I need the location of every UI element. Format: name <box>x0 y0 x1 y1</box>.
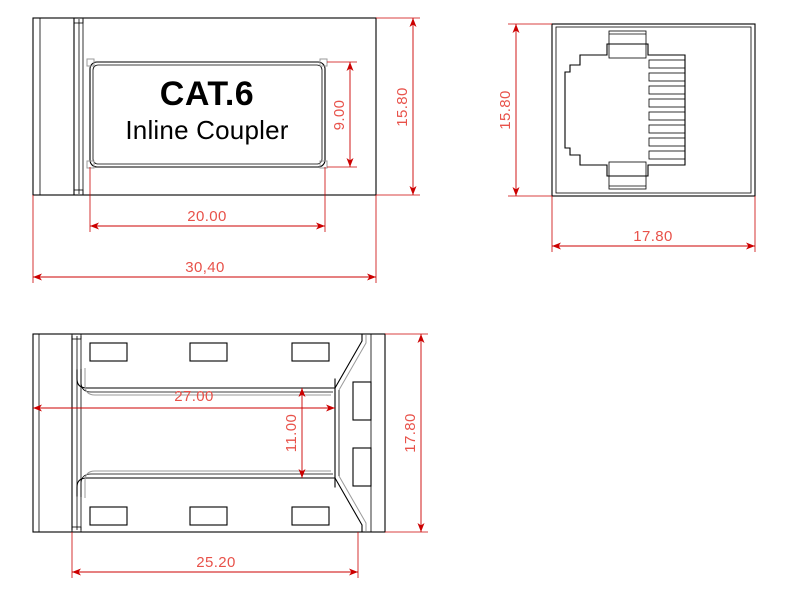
dim-text-11: 11.00 <box>283 414 300 452</box>
rj45-pin-8 <box>648 150 686 160</box>
rj45-pin-1 <box>648 59 686 69</box>
label-plate-outer <box>89 61 326 168</box>
label-plate-inner <box>92 64 323 165</box>
dim-text-3040: 30,40 <box>185 259 225 276</box>
label-corner-node-tl <box>86 58 95 67</box>
rj45-pin-7 <box>648 137 686 147</box>
label-corner-node-br <box>319 160 328 169</box>
dim-overall-height-1580: 15.80 <box>376 17 420 196</box>
dim-text-2520: 25.20 <box>196 554 236 571</box>
dim-text-1580: 15.80 <box>394 87 411 127</box>
face-flange-cap-top <box>73 17 84 24</box>
dim-port-width-1780: 17.80 <box>551 196 756 252</box>
dim-port-height-1580: 15.80 <box>497 23 552 197</box>
profile-taper-top-2 <box>338 335 367 391</box>
profile-lower-slot-1 <box>89 506 128 526</box>
rj45-pin-2 <box>648 72 686 82</box>
dim-label-height-9: 9.00 <box>327 61 357 168</box>
label-corner-node-tr <box>319 58 328 67</box>
dim-text-9: 9.00 <box>331 100 348 131</box>
profile-taper-top-1 <box>334 334 363 389</box>
profile-side-window-1 <box>352 381 372 421</box>
profile-lower-rail-hatch <box>84 470 331 498</box>
rj45-aperture-outline <box>564 43 686 177</box>
label-text-inline-coupler: Inline Coupler <box>125 115 288 145</box>
profile-upper-rail-inner <box>76 369 336 389</box>
profile-lower-slot-3 <box>291 506 330 526</box>
rj45-pin-6 <box>648 124 686 134</box>
profile-lower-slot-2 <box>189 506 228 526</box>
profile-taper-bottom-2 <box>338 475 367 531</box>
top-view-front-face: CAT.6 Inline Coupler 9.00 15.80 <box>32 17 420 283</box>
dim-profile-height-1780: 17.80 <box>385 333 428 533</box>
profile-lower-rail-inner-2 <box>80 473 333 497</box>
rj45-pin-4 <box>648 98 686 108</box>
rj45-contact-pins <box>648 59 686 160</box>
dim-text-port-height: 15.80 <box>497 90 514 130</box>
dim-label-width-20: 20.00 <box>89 167 326 232</box>
profile-upper-slot-2 <box>189 342 228 362</box>
dim-text-port-width: 17.80 <box>633 228 673 245</box>
dim-inner-gap-11: 11.00 <box>283 388 306 478</box>
rj45-latch-tab-top <box>608 30 647 59</box>
port-outer-body <box>551 23 756 197</box>
dim-text-20: 20.00 <box>187 208 227 225</box>
rj45-pin-5 <box>648 111 686 121</box>
face-flange-cap-bottom <box>73 189 84 196</box>
profile-upper-rail-inner-2 <box>80 369 333 393</box>
label-text-cat6: CAT.6 <box>160 75 254 113</box>
rj45-pin-3 <box>648 85 686 95</box>
profile-lower-rail-inner <box>76 477 336 497</box>
dim-body-length-27: 27.00 <box>33 388 335 412</box>
dim-text-27: 27.00 <box>174 388 214 405</box>
dim-overall-width-3040: 30,40 <box>32 195 377 283</box>
profile-upper-slot-1 <box>89 342 128 362</box>
dim-text-profile-height: 17.80 <box>402 413 419 453</box>
profile-side-window-2 <box>352 447 372 487</box>
profile-upper-rail-hatch <box>84 368 331 396</box>
dim-base-length-2520: 25.20 <box>71 532 359 578</box>
bottom-view-side-profile: 27.00 11.00 17.80 25.20 <box>32 333 428 578</box>
port-inner-body <box>555 26 752 194</box>
profile-flange-cap-bottom <box>71 526 82 533</box>
right-view-rj45-port: 15.80 17.80 <box>497 23 756 252</box>
profile-outer-body <box>32 333 386 533</box>
label-corner-node-bl <box>86 160 95 169</box>
profile-taper-bottom-1 <box>334 477 363 532</box>
profile-upper-slot-3 <box>291 342 330 362</box>
rj45-latch-tab-bottom <box>608 161 647 190</box>
profile-flange-cap-top <box>71 333 82 340</box>
